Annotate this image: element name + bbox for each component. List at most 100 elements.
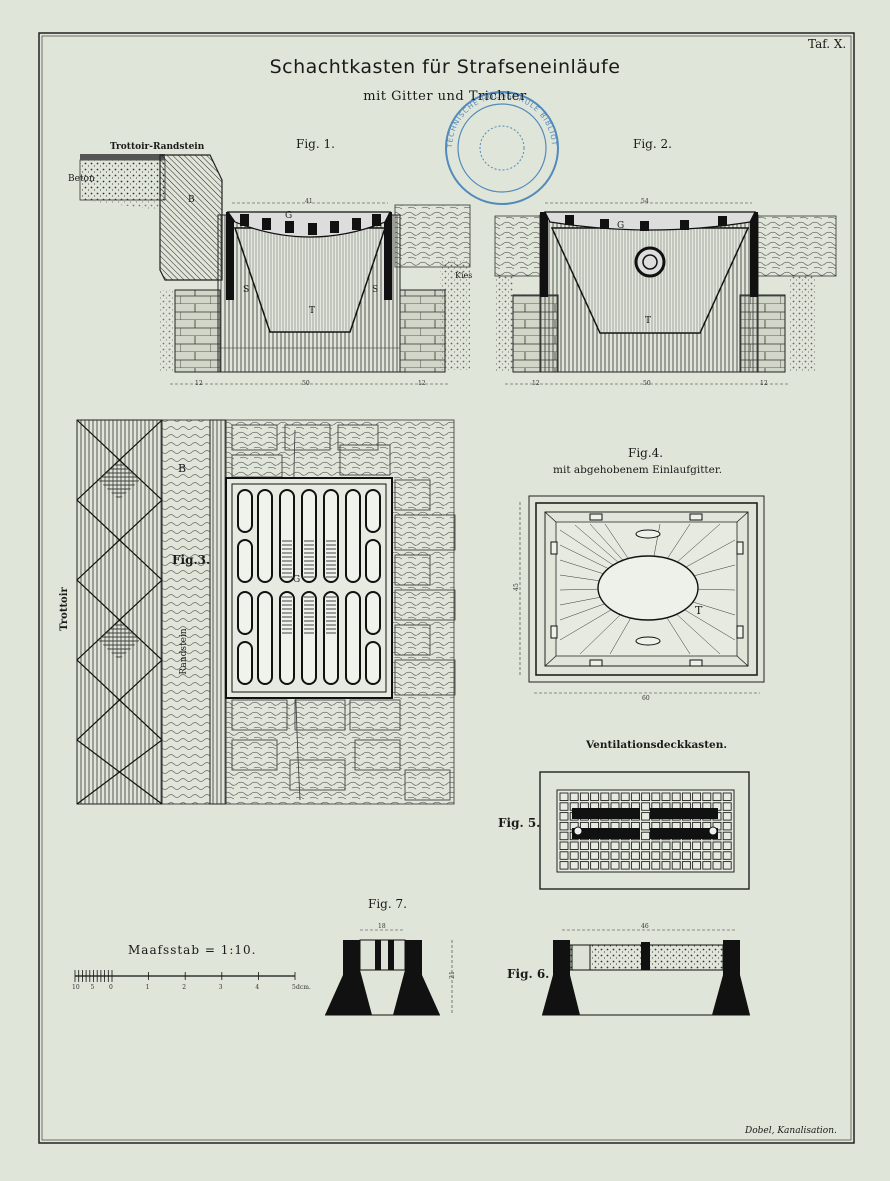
fig5-grate-cell: [722, 802, 732, 811]
plate-number: Taf. X.: [808, 37, 847, 51]
fig5-grate-cell: [579, 792, 589, 801]
fig5-grate-cell: [661, 861, 671, 870]
fig5-grate-cell: [620, 841, 630, 850]
fig1-label-trottoir-randstein: Trottoir-Randstein: [110, 142, 205, 152]
fig5-grate-cell: [620, 861, 630, 870]
fig5-grate-cell: [569, 841, 579, 850]
fig5-grate-cell: [559, 841, 569, 850]
fig2-dim-right: 12: [760, 380, 768, 387]
fig2-caption: Fig. 2.: [633, 137, 672, 151]
fig5-grate-cell: [671, 861, 681, 870]
fig5-grate-cell: [712, 851, 722, 860]
fig5-grate-cell: [579, 851, 589, 860]
fig5-grate-cell: [641, 802, 651, 811]
fig5-grate-cell: [722, 851, 732, 860]
fig4-label-t: T: [695, 604, 703, 617]
fig1-label-s-left: S: [243, 285, 250, 295]
fig1-label-b: B: [188, 195, 195, 205]
scale-tick-label: 0: [109, 984, 113, 991]
fig5-grate-cell: [722, 841, 732, 850]
scale-label: Maafsstab = 1:10.: [128, 943, 257, 957]
fig5-drawing: [539, 771, 750, 890]
fig5-grate-cell: [610, 851, 620, 860]
fig2-dim-left: 12: [532, 380, 540, 387]
fig1-dim-right: 12: [418, 380, 426, 387]
fig6-section-drawing: [542, 929, 750, 1016]
fig5-grate-cell: [590, 792, 600, 801]
fig5-grate-cell: [559, 802, 569, 811]
fig5-grate-cell: [641, 812, 651, 821]
fig2-label-g: G: [617, 221, 625, 231]
fig5-grate-cell: [671, 792, 681, 801]
fig3-label-randstein: Randstein: [179, 628, 189, 675]
scale-tick-label: 4: [255, 984, 260, 991]
fig5-grate-cell: [620, 792, 630, 801]
fig5-grate-cell: [569, 792, 579, 801]
fig6-dim-width: 46: [641, 923, 649, 930]
fig5-grate-cell: [681, 861, 691, 870]
fig5-grate-cell: [702, 792, 712, 801]
fig5-grate-cell: [630, 861, 640, 870]
fig5-grate-cell: [559, 861, 569, 870]
fig5-grate-cell: [600, 792, 610, 801]
scale-bar: [74, 970, 296, 982]
fig5-grate-cell: [692, 861, 702, 870]
fig5-grate-cell: [641, 821, 651, 831]
fig4-subcaption: mit abgehobenem Einlaufgitter.: [553, 464, 723, 476]
scale-tick-label: 1: [145, 984, 150, 991]
fig5-grate-cell: [600, 841, 610, 850]
fig5-grate-cell: [661, 851, 671, 860]
fig5-grate-cell: [600, 861, 610, 870]
scale-tick-label: 3: [218, 984, 223, 991]
fig5-grate-cell: [641, 841, 651, 850]
fig5-grate-cell: [712, 861, 722, 870]
fig5-grate-cell: [630, 792, 640, 801]
fig4-plan-drawing: [519, 495, 765, 694]
fig5-grate-cell: [651, 861, 661, 870]
fig1-section-drawing: [79, 154, 471, 385]
plate-subtitle: mit Gitter und Trichter: [363, 89, 527, 104]
fig5-grate-cell: [702, 851, 712, 860]
fig5-grate-cell: [681, 851, 691, 860]
plate-title: Schachtkasten für Strafseneinläufe: [269, 56, 621, 78]
fig5-grate-cell: [590, 861, 600, 870]
fig5-grate-cell: [610, 841, 620, 850]
fig1-dim-middle: 50: [302, 380, 310, 387]
fig5-grate-cell: [590, 851, 600, 860]
fig5-grate-cell: [651, 851, 661, 860]
fig5-grate-cell: [559, 792, 569, 801]
fig5-grate-cell: [692, 841, 702, 850]
plate-footer: Dobel, Kanalisation.: [745, 1126, 837, 1136]
fig5-grate-cell: [641, 792, 651, 801]
fig4-dim-height: 45: [513, 583, 520, 591]
fig2-dim-top: 54: [641, 198, 649, 205]
fig5-grate-cell: [641, 851, 651, 860]
scale-tick-label: 2: [182, 984, 187, 991]
fig4-caption: Fig.4.: [628, 446, 664, 460]
fig5-grate-cell: [661, 841, 671, 850]
fig1-dim-top: 41: [305, 198, 313, 205]
fig7-caption: Fig. 7.: [368, 897, 407, 911]
fig5-grate-cell: [661, 792, 671, 801]
fig1-label-g: G: [285, 211, 293, 221]
fig1-caption: Fig. 1.: [296, 137, 335, 151]
fig5-grate-cell: [569, 861, 579, 870]
fig5-grate-cell: [641, 861, 651, 870]
fig5-grate-cell: [692, 792, 702, 801]
fig5-grate-cell: [630, 841, 640, 850]
fig5-grate-cell: [579, 841, 589, 850]
fig7-dim-width: 18: [378, 923, 386, 930]
fig5-grate-cell: [722, 792, 732, 801]
fig4-dim-width: 60: [642, 695, 650, 702]
fig5-grate-cell: [692, 851, 702, 860]
scale-tick-label: 10: [72, 984, 80, 991]
fig5-grate-cell: [712, 792, 722, 801]
fig5-grate-cell: [569, 851, 579, 860]
fig5-grate-cell: [590, 841, 600, 850]
fig3-label-g: G: [293, 575, 301, 585]
scale-tick-label: 5: [292, 984, 296, 991]
fig5-grate-cell: [722, 861, 732, 870]
fig3-label-b: B: [178, 462, 187, 475]
fig5-grate-cell: [610, 792, 620, 801]
fig5-grate-cell: [702, 841, 712, 850]
